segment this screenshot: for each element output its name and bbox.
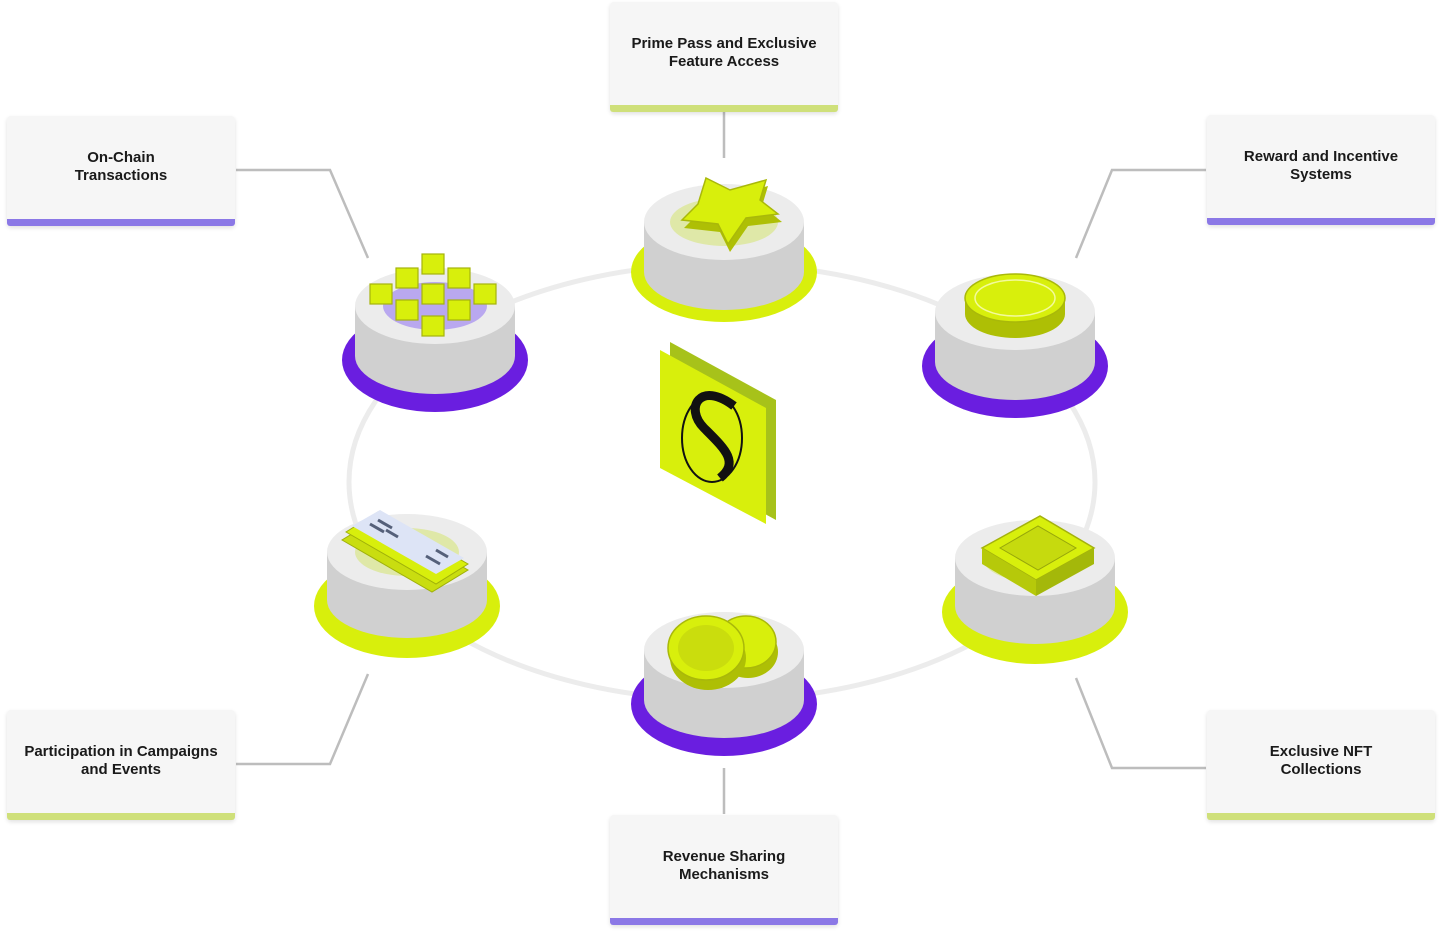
card-accent-bar [610,105,838,112]
card-label: Prime Pass and Exclusive Feature Access [631,35,817,70]
blockchain-cubes-icon [369,253,497,337]
center-logo [660,342,776,524]
connector-on-chain [236,168,370,259]
card-accent-bar [7,219,235,226]
coin-icon [964,273,1066,338]
node-participation [314,510,500,658]
card-accent-bar [1207,813,1435,820]
connector-nft [1074,677,1206,770]
node-reward [922,273,1108,418]
card-accent-bar [7,813,235,820]
star-icon [680,176,782,252]
ticket-icon [341,510,469,593]
card-exclusive-nft: Exclusive NFT Collections [1207,710,1435,820]
card-label: Participation in Campaigns and Events [24,743,218,778]
connector-reward [1074,168,1206,259]
card-label: On-Chain Transactions [74,149,168,184]
card-label: Exclusive NFT Collections [1269,743,1373,778]
card-label: Revenue Sharing Mechanisms [662,848,786,883]
card-accent-bar [1207,218,1435,225]
coin-stack-icon [667,615,778,690]
connector-participation [236,673,370,766]
node-prime-pass [631,176,817,322]
node-revenue-sharing [631,612,817,756]
card-on-chain: On-Chain Transactions [7,116,235,226]
sign-logo-icon [690,391,737,482]
card-revenue-sharing: Revenue Sharing Mechanisms [610,815,838,925]
card-reward-incentive: Reward and Incentive Systems [1207,115,1435,225]
connector-lines [236,112,1206,814]
nft-chip-icon [980,515,1096,596]
card-accent-bar [610,918,838,925]
node-exclusive-nft [942,515,1128,664]
card-participation: Participation in Campaigns and Events [7,710,235,820]
node-on-chain [342,253,528,412]
card-label: Reward and Incentive Systems [1243,148,1399,183]
card-prime-pass: Prime Pass and Exclusive Feature Access [610,2,838,112]
